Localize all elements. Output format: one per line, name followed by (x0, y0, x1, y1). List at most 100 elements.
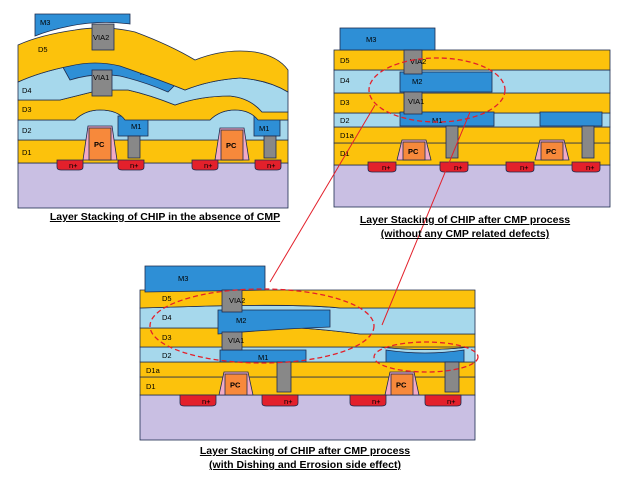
d1a-layer (333, 126, 611, 144)
d4-label: D4 (22, 86, 32, 95)
caption-cmp-dishing-line-1: Layer Stacking of CHIP after CMP process (199, 445, 411, 457)
caption-no-cmp: Layer Stacking of CHIP in the absence of… (30, 210, 300, 224)
via1 (403, 91, 423, 115)
m3-layer (339, 27, 436, 51)
d3-label: D3 (22, 105, 32, 114)
highlight-ellipse-dishing (373, 341, 479, 373)
caption-cmp-ideal-line-2: (without any CMP related defects) (380, 228, 550, 240)
nplus-1-region (179, 394, 217, 407)
gate-right-poly (220, 129, 244, 161)
d1-label: D1 (340, 149, 350, 158)
contact-2 (444, 361, 460, 393)
d1-label: D1 (22, 148, 32, 157)
caption-cmp-ideal: Layer Stacking of CHIP after CMP process… (320, 213, 610, 241)
m3-label: M3 (178, 274, 188, 283)
m3-label: M3 (366, 35, 376, 44)
nplus-2-label: n+ (130, 161, 139, 170)
gate-left: PC (218, 371, 254, 396)
d1-label: D1 (146, 382, 156, 391)
nplus-1-label: n+ (202, 397, 211, 406)
gate-right: PC (534, 139, 570, 161)
nplus-4: n+ (424, 394, 462, 407)
m1-left-label: M1 (131, 122, 141, 131)
nplus-3: n+ (349, 394, 387, 407)
nplus-4-label: n+ (586, 163, 595, 172)
nplus-4: n+ (571, 161, 601, 173)
contact-2 (263, 135, 277, 159)
via1-label: VIA1 (93, 73, 109, 82)
d2-label: D2 (22, 126, 32, 135)
substrate (17, 162, 289, 209)
m2-layer (399, 71, 493, 93)
nplus-3: n+ (191, 159, 219, 171)
gate-left: PC (82, 125, 118, 161)
gate-right-label: PC (396, 381, 407, 390)
nplus-1: n+ (367, 161, 397, 173)
highlight-ellipse (368, 57, 506, 123)
nplus-2-region (117, 159, 145, 171)
gate-left-poly (88, 127, 112, 161)
nplus-2-region (261, 394, 299, 407)
d1a-label: D1a (340, 131, 355, 140)
nplus-3-label: n+ (204, 161, 213, 170)
d1a-label: D1a (146, 366, 161, 375)
highlight-ellipse-erosion (149, 288, 375, 364)
d5-label: D5 (162, 294, 172, 303)
nplus-3-region (505, 161, 535, 173)
nplus-4-region (571, 161, 601, 173)
m3-layer (34, 13, 131, 37)
via2 (221, 289, 243, 313)
diagram-no-cmp: D1D2M1M1D3D4M2D5M3VIA2VIA1PCPCn+n+n+n+ (17, 13, 289, 209)
nplus-2: n+ (261, 394, 299, 407)
nplus-2-label: n+ (454, 163, 463, 172)
m2-label: M2 (412, 77, 422, 86)
nplus-2-region (439, 161, 469, 173)
m3-layer (144, 265, 266, 293)
caption-cmp-dishing: Layer Stacking of CHIP after CMP process… (160, 444, 450, 472)
connector-lines (269, 104, 471, 326)
nplus-3-region (349, 394, 387, 407)
nplus-3-label: n+ (520, 163, 529, 172)
nplus-2: n+ (439, 161, 469, 173)
nplus-1-region (367, 161, 397, 173)
d3-label: D3 (340, 98, 350, 107)
m1-right (385, 349, 465, 363)
m2-label: M2 (236, 316, 246, 325)
contact-2 (581, 125, 595, 159)
via1 (221, 331, 243, 351)
d5-label: D5 (340, 56, 350, 65)
d4-label: D4 (162, 313, 172, 322)
gate-left-label: PC (408, 147, 419, 156)
via2-label: VIA2 (229, 296, 245, 305)
gate-left-label: PC (94, 140, 105, 149)
via2-label: VIA2 (93, 33, 109, 42)
gate-left: PC (396, 139, 432, 161)
nplus-3: n+ (505, 161, 535, 173)
d2-label: D2 (162, 351, 172, 360)
nplus-4-label: n+ (267, 161, 276, 170)
gate-right-poly (390, 373, 414, 396)
nplus-1-label: n+ (69, 161, 78, 170)
via1-label: VIA1 (408, 97, 424, 106)
nplus-1-region (56, 159, 84, 171)
via2 (91, 23, 115, 51)
contact-1 (127, 135, 141, 159)
m1-label: M1 (258, 353, 268, 362)
gate-right: PC (214, 127, 250, 161)
contact-1 (276, 361, 292, 393)
connector-line-right (381, 111, 471, 326)
nplus-1-label: n+ (382, 163, 391, 172)
via2-label: VIA2 (410, 57, 426, 66)
d4-label: D4 (340, 76, 350, 85)
caption-cmp-dishing-line-2: (with Dishing and Errosion side effect) (209, 459, 401, 471)
nplus-2: n+ (117, 159, 145, 171)
m1-right-label: M1 (259, 124, 269, 133)
caption-no-cmp-line-1: Layer Stacking of CHIP in the absence of… (49, 211, 281, 223)
gate-left-label: PC (230, 381, 241, 390)
nplus-4-region (424, 394, 462, 407)
gate-right: PC (384, 371, 420, 396)
m3-label: M3 (40, 18, 50, 27)
via1 (91, 69, 113, 97)
nplus-4: n+ (254, 159, 282, 171)
